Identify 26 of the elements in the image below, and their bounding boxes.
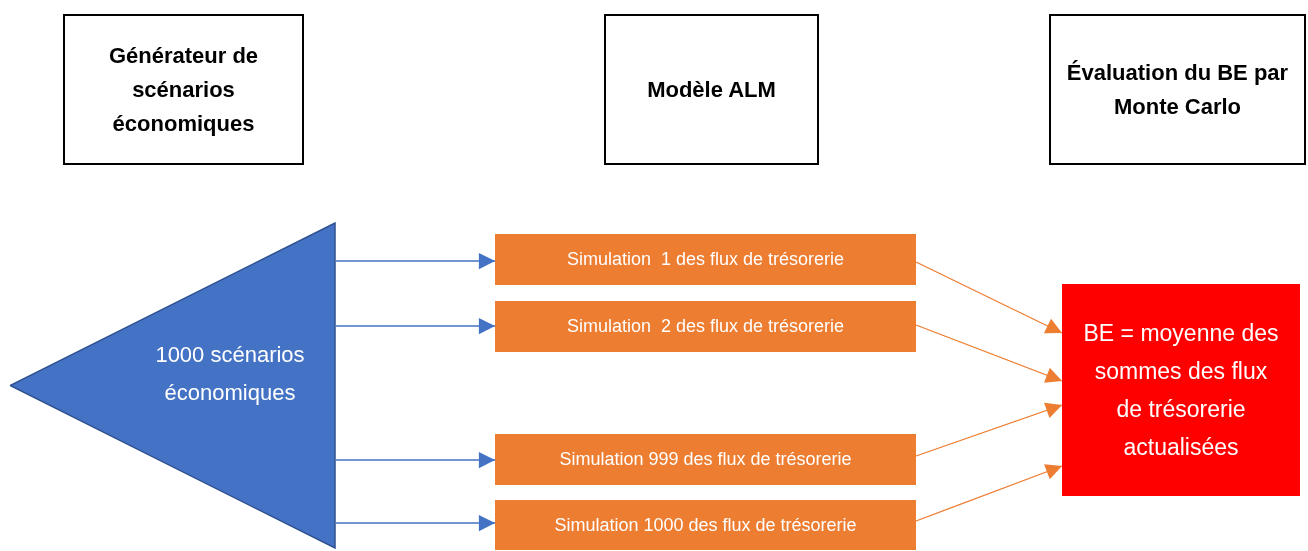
arrow [915, 464, 1063, 522]
node-text: Générateur de scénarios économiques [107, 41, 260, 138]
arrow [915, 402, 1063, 457]
node-text: Modèle ALM [647, 75, 776, 104]
scenario-triangle [10, 222, 336, 549]
process-box [63, 14, 304, 165]
result-box [1062, 284, 1300, 496]
node-text: 1000 scénarios économiques [154, 341, 306, 407]
node-text: Simulation 1 des flux de trésorerie [566, 249, 845, 270]
process-box [1049, 14, 1306, 165]
node-text: BE = moyenne des sommes des flux de trésorerie actualisées [1082, 319, 1280, 462]
node-text: Évaluation du BE par Monte Carlo [1065, 58, 1290, 121]
simulation-box [495, 500, 916, 550]
node-text: Simulation 999 des flux de trésorerie [559, 449, 852, 470]
simulation-box [495, 301, 916, 352]
simulation-box [495, 234, 916, 285]
arrow [915, 324, 1063, 383]
arrow [335, 514, 496, 532]
node-text: Simulation 1000 des flux de trésorerie [554, 514, 857, 536]
process-box [604, 14, 819, 165]
arrow [335, 317, 496, 335]
arrow [335, 252, 496, 270]
node-text: Simulation 2 des flux de trésorerie [566, 316, 845, 337]
simulation-box [495, 434, 916, 485]
arrow [335, 451, 496, 469]
arrow [915, 261, 1063, 334]
